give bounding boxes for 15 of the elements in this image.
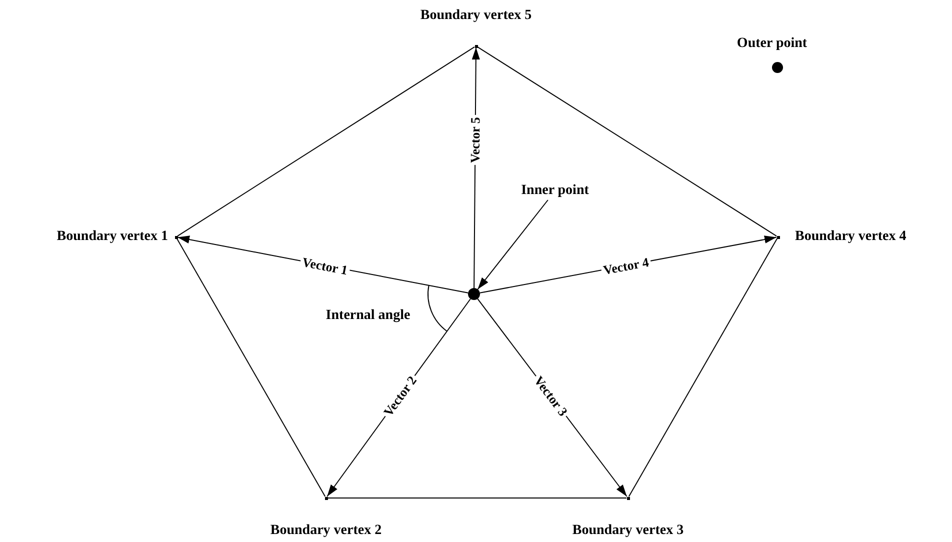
point-label: Outer point: [736, 36, 808, 52]
point-label: Boundary vertex 5: [420, 8, 532, 24]
angle-label: Internal angle: [326, 308, 410, 324]
point-label: Boundary vertex 3: [572, 523, 684, 539]
point-dot: [468, 288, 480, 300]
boundary-edge: [628, 238, 778, 497]
point-label: Boundary vertex 4: [795, 229, 906, 245]
point-label: Inner point: [513, 182, 597, 200]
boundary-edge: [477, 46, 777, 237]
point-label: Boundary vertex 2: [270, 523, 382, 539]
boundary-edge: [176, 238, 326, 497]
leader-line: [477, 200, 548, 290]
boundary-edge: [177, 46, 475, 237]
point-label: Boundary vertex 1: [56, 229, 168, 245]
edge-label: Vector 5: [468, 115, 483, 166]
